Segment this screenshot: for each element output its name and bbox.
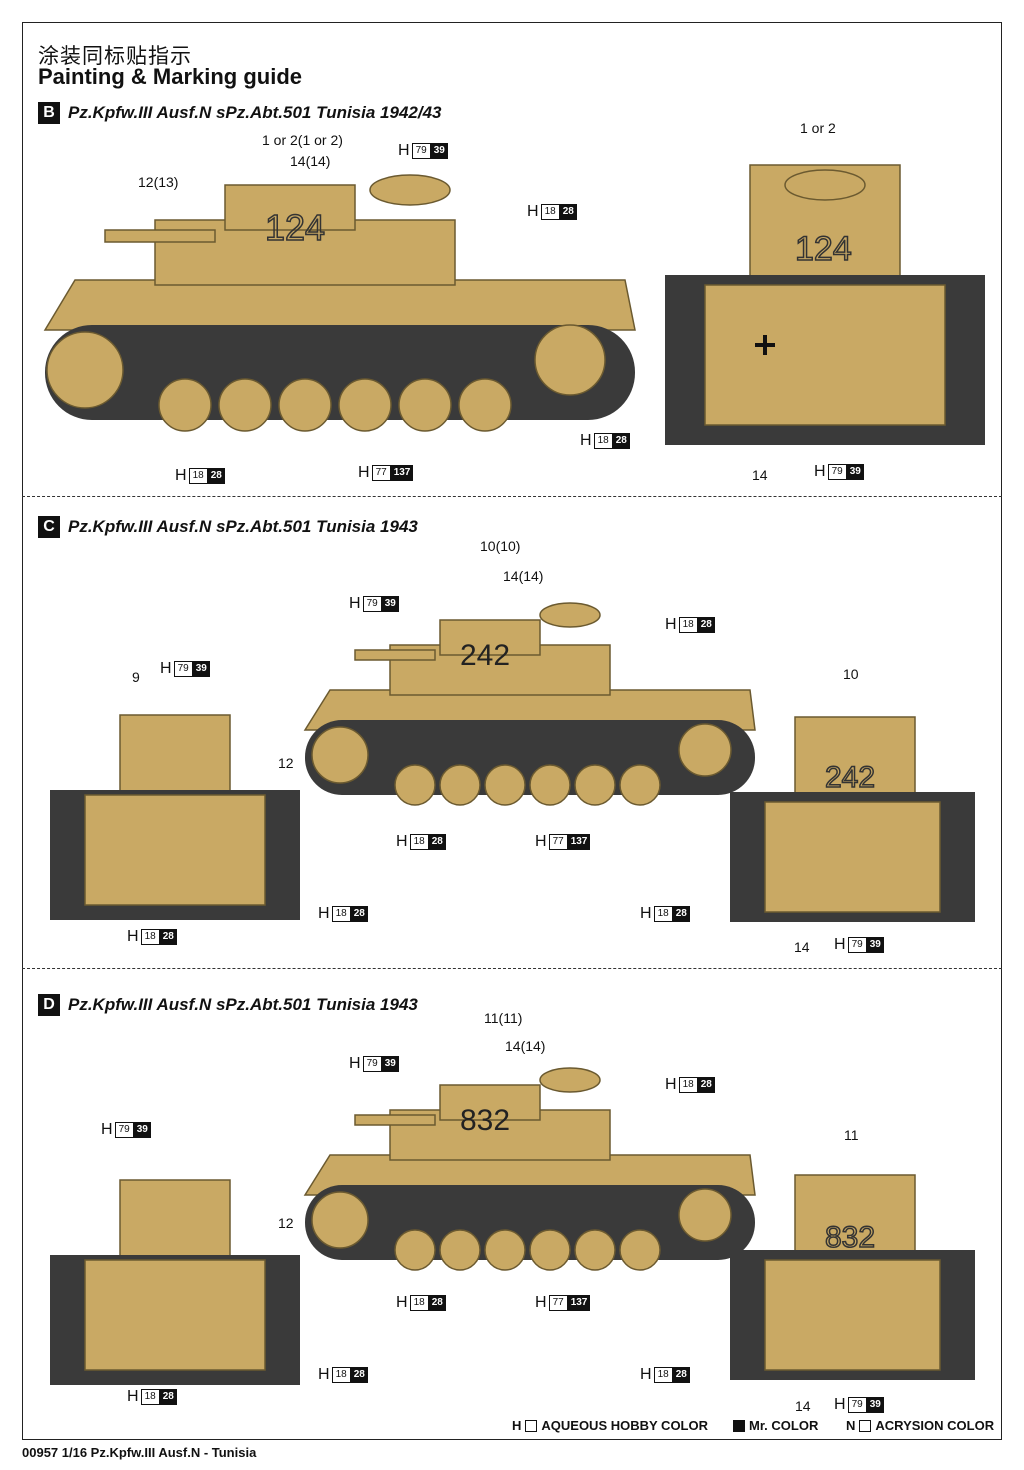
turret-number-c: 242 [460, 639, 510, 672]
callout-label: 10 [843, 666, 859, 682]
black-box-icon [733, 1419, 745, 1432]
callout-label: 14 [794, 939, 810, 955]
callout-label: 11 [844, 1127, 859, 1143]
callout-label: 14(14) [503, 568, 544, 584]
section-c-letter: C [38, 516, 60, 538]
section-d-header: D Pz.Kpfw.III Ausf.N sPz.Abt.501 Tunisia… [38, 994, 418, 1016]
callout-label: 9 [132, 669, 140, 685]
white-box-icon [525, 1419, 538, 1432]
callout-label: 14(14) [290, 153, 331, 169]
section-c-title: Pz.Kpfw.III Ausf.N sPz.Abt.501 Tunisia 1… [68, 517, 418, 536]
tank-d-front-view [50, 1179, 300, 1385]
callout-label: 11(11) [484, 1010, 523, 1026]
turret-number-d-rear: 832 [825, 1221, 875, 1254]
callout-label: 10(10) [480, 538, 521, 554]
tank-d-side-view: 832 [303, 1067, 756, 1271]
section-b-header: B Pz.Kpfw.III Ausf.N sPz.Abt.501 Tunisia… [38, 102, 442, 124]
section-divider [22, 968, 1002, 969]
white-box-icon [859, 1419, 872, 1432]
section-c-header: C Pz.Kpfw.III Ausf.N sPz.Abt.501 Tunisia… [38, 516, 418, 538]
callout-label: 12 [278, 1215, 294, 1231]
page-frame [22, 22, 1002, 1440]
turret-number-d: 832 [460, 1104, 510, 1137]
tank-b-rear-view: 124 [665, 164, 985, 445]
tank-c-front-view [50, 714, 300, 920]
turret-number-b: 124 [265, 207, 325, 248]
callout-label: 12 [278, 755, 294, 771]
tank-d-rear-view: 832 [730, 1174, 975, 1380]
tank-c-side-view: 242 [303, 602, 756, 806]
turret-number-b-rear: 124 [795, 230, 852, 268]
turret-number-c-rear: 242 [825, 761, 875, 794]
title-chinese: 涂装同标贴指示 [38, 44, 192, 68]
callout-label: 14 [752, 467, 768, 483]
tank-c-rear-view: 242 [730, 716, 975, 922]
section-d-letter: D [38, 994, 60, 1016]
section-b-letter: B [38, 102, 60, 124]
balkenkreuz-icon [755, 335, 775, 355]
legend-mr-color: Mr. COLOR [733, 1418, 818, 1433]
callout-label: 1 or 2(1 or 2) [262, 132, 343, 148]
title-english: Painting & Marking guide [38, 64, 303, 89]
section-d-title: Pz.Kpfw.III Ausf.N sPz.Abt.501 Tunisia 1… [68, 995, 418, 1014]
section-b-title: Pz.Kpfw.III Ausf.N sPz.Abt.501 Tunisia 1… [68, 103, 442, 122]
tank-b-side-view: 124 [43, 174, 636, 432]
footer-product-code: 00957 1/16 Pz.Kpfw.III Ausf.N - Tunisia [22, 1445, 257, 1460]
callout-label: 12(13) [138, 174, 179, 190]
callout-label: 1 or 2 [800, 120, 836, 136]
callout-label: 14(14) [505, 1038, 546, 1054]
callout-label: 14 [795, 1398, 811, 1414]
section-divider [22, 496, 1002, 497]
